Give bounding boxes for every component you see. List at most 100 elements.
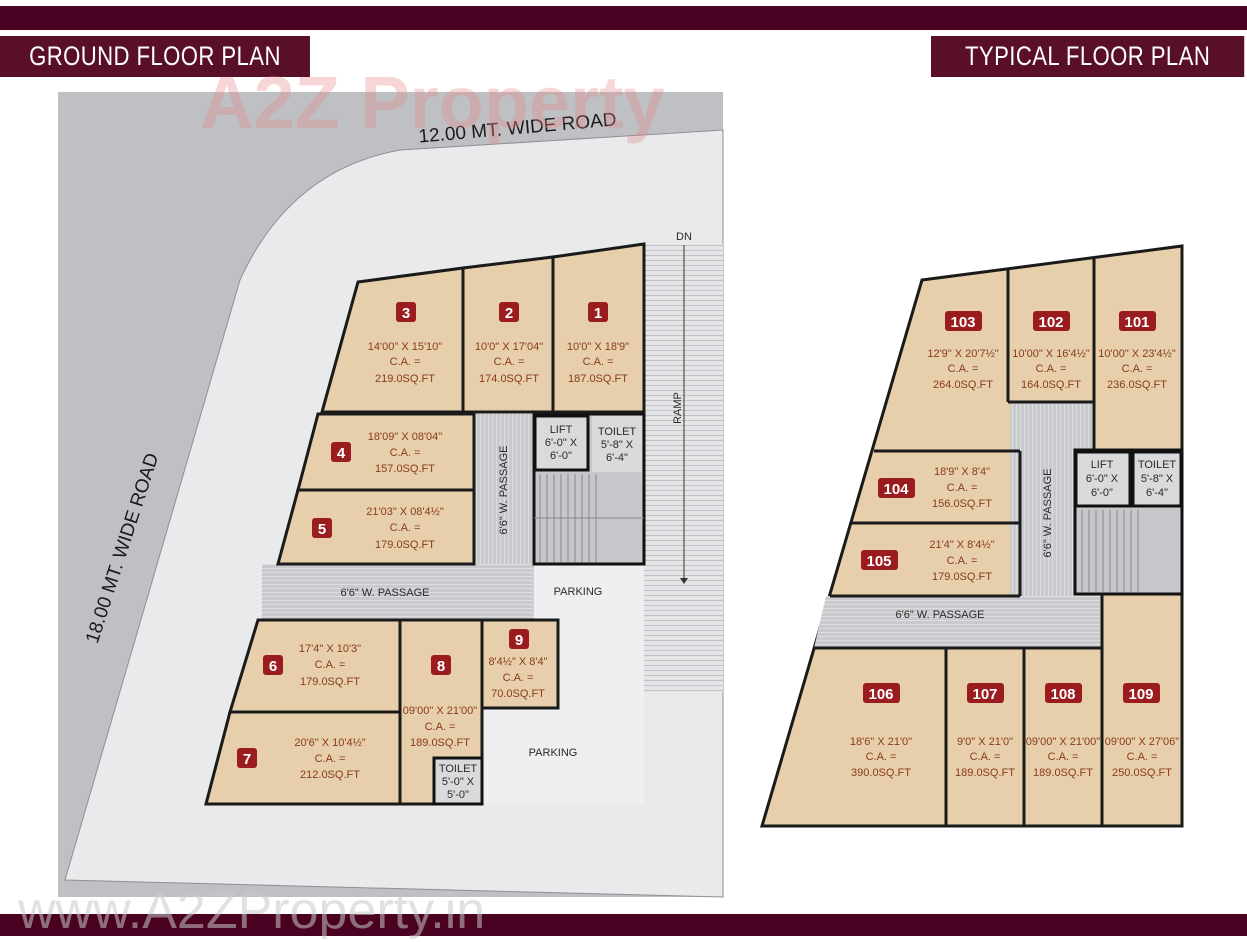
svg-text:105: 105 (866, 553, 891, 570)
toilet-size-2: 6'-4" (606, 452, 628, 464)
unit-101-label[interactable]: 101 10'00" X 23'4½" C.A. = 236.0SQ.FT (1098, 311, 1176, 391)
svg-text:C.A. =: C.A. = (390, 522, 421, 534)
svg-text:09'00" X 27'06": 09'00" X 27'06" (1105, 736, 1179, 748)
svg-text:9'0" X 21'0": 9'0" X 21'0" (957, 736, 1013, 748)
unit-4[interactable] (296, 412, 476, 492)
typical-floor-plan-title: TYPICAL FLOOR PLAN (931, 36, 1245, 77)
svg-text:C.A. =: C.A. = (315, 659, 346, 671)
svg-text:10'00" X 23'4½": 10'00" X 23'4½" (1098, 348, 1176, 360)
svg-text:106: 106 (868, 686, 893, 703)
unit-2[interactable] (461, 255, 555, 414)
unit-107-label[interactable]: 107 9'0" X 21'0" C.A. = 189.0SQ.FT (955, 683, 1015, 779)
svg-text:264.0SQ.FT: 264.0SQ.FT (933, 379, 993, 391)
bottom-brand-band (0, 914, 1247, 936)
svg-text:C.A. =: C.A. = (503, 672, 534, 684)
svg-text:101: 101 (1124, 314, 1149, 331)
svg-text:8: 8 (437, 658, 445, 675)
svg-text:102: 102 (1038, 314, 1063, 331)
svg-text:18'9" X 8'4": 18'9" X 8'4" (934, 466, 990, 478)
typical-lift (1074, 450, 1132, 508)
parking-label-1: PARKING (554, 586, 603, 598)
svg-text:3: 3 (402, 305, 410, 322)
ground-floor-title-text: GROUND FLOOR PLAN (29, 41, 281, 71)
svg-text:187.0SQ.FT: 187.0SQ.FT (568, 373, 628, 385)
svg-text:17'4" X 10'3": 17'4" X 10'3" (299, 643, 361, 655)
svg-text:7: 7 (243, 751, 251, 768)
unit-4-label: 4 18'09" X 08'04" C.A. = 157.0SQ.FT (331, 431, 442, 475)
svg-text:212.0SQ.FT: 212.0SQ.FT (300, 769, 360, 781)
unit-5[interactable] (276, 488, 476, 566)
unit-109-label[interactable]: 109 09'00" X 27'06" C.A. = 250.0SQ.FT (1105, 683, 1179, 779)
staircase (534, 474, 644, 562)
svg-text:C.A. =: C.A. = (390, 447, 421, 459)
svg-text:21'03" X 08'4½": 21'03" X 08'4½" (366, 506, 444, 518)
svg-text:2: 2 (505, 305, 513, 322)
svg-text:12'9" X 20'7½": 12'9" X 20'7½" (927, 348, 998, 360)
unit-9[interactable] (480, 618, 560, 710)
svg-text:4: 4 (337, 445, 346, 462)
svg-text:1: 1 (594, 305, 602, 322)
svg-text:156.0SQ.FT: 156.0SQ.FT (932, 498, 992, 510)
svg-text:C.A. =: C.A. = (947, 555, 978, 567)
svg-text:103: 103 (950, 314, 975, 331)
svg-text:179.0SQ.FT: 179.0SQ.FT (932, 571, 992, 583)
svg-text:C.A. =: C.A. = (1127, 751, 1158, 763)
unit-7[interactable] (204, 710, 402, 806)
svg-text:70.0SQ.FT: 70.0SQ.FT (491, 688, 545, 700)
unit-102-label[interactable]: 102 10'00" X 16'4½" C.A. = 164.0SQ.FT (1012, 311, 1090, 391)
unit-105-label[interactable]: 105 21'4" X 8'4½" C.A. = 179.0SQ.FT (861, 539, 995, 583)
typical-lift-size-2: 6'-0" (1091, 487, 1113, 499)
svg-text:189.0SQ.FT: 189.0SQ.FT (1033, 767, 1093, 779)
parking-label-2: PARKING (529, 747, 578, 759)
svg-text:107: 107 (972, 686, 997, 703)
svg-text:390.0SQ.FT: 390.0SQ.FT (851, 767, 911, 779)
small-toilet-size: 5'-0" X (442, 776, 475, 788)
ramp-label: RAMP (672, 392, 684, 424)
typical-toilet-size-2: 6'-4" (1146, 487, 1168, 499)
unit-106-label[interactable]: 106 18'6" X 21'0" C.A. = 390.0SQ.FT (850, 683, 912, 779)
typical-toilet (1131, 450, 1183, 508)
lift (533, 414, 590, 472)
horizontal-passage (262, 564, 534, 620)
typical-lift-size: 6'-0" X (1086, 473, 1119, 485)
lift-size: 6'-0" X (545, 437, 578, 449)
typical-floor-plan: 6'6" W. PASSAGE 6'6" W. PASSAGE LIFT 6'-… (759, 244, 1184, 828)
unit-1-label: 1 10'0" X 18'9" C.A. = 187.0SQ.FT (567, 302, 629, 385)
svg-text:C.A. =: C.A. = (1036, 363, 1067, 375)
typical-lift-label: LIFT (1091, 459, 1114, 471)
svg-text:09'00" X 21'00": 09'00" X 21'00" (403, 705, 477, 717)
svg-text:104: 104 (883, 481, 909, 498)
svg-text:20'6" X 10'4½": 20'6" X 10'4½" (294, 737, 365, 749)
svg-text:18'09" X 08'04": 18'09" X 08'04" (368, 431, 442, 443)
svg-text:C.A. =: C.A. = (866, 751, 897, 763)
unit-108-label[interactable]: 108 09'00" X 21'00" C.A. = 189.0SQ.FT (1026, 683, 1100, 779)
svg-text:C.A. =: C.A. = (425, 721, 456, 733)
svg-text:10'0" X 18'9": 10'0" X 18'9" (567, 341, 629, 353)
unit-3-label: 3 14'00" X 15'10" C.A. = 219.0SQ.FT (368, 302, 442, 385)
unit-5-label: 5 21'03" X 08'4½" C.A. = 179.0SQ.FT (312, 506, 444, 551)
top-brand-band (0, 6, 1247, 30)
typical-horizontal-passage (814, 596, 1102, 648)
ramp-direction-label: DN (676, 231, 692, 243)
lift-size-2: 6'-0" (550, 450, 572, 462)
svg-text:C.A. =: C.A. = (1048, 751, 1079, 763)
svg-text:C.A. =: C.A. = (494, 356, 525, 368)
svg-text:164.0SQ.FT: 164.0SQ.FT (1021, 379, 1081, 391)
unit-9-label: 9 8'4½" X 8'4" C.A. = 70.0SQ.FT (488, 629, 548, 700)
lift-label: LIFT (550, 424, 573, 436)
unit-1[interactable] (551, 242, 646, 414)
small-toilet-label: TOILET (439, 763, 478, 775)
svg-text:C.A. =: C.A. = (583, 356, 614, 368)
svg-text:109: 109 (1128, 686, 1153, 703)
svg-text:174.0SQ.FT: 174.0SQ.FT (479, 373, 539, 385)
toilet (592, 416, 642, 472)
svg-text:10'00" X 16'4½": 10'00" X 16'4½" (1012, 348, 1090, 360)
small-toilet-size-2: 5'-0" (447, 789, 469, 801)
unit-103-label[interactable]: 103 12'9" X 20'7½" C.A. = 264.0SQ.FT (927, 311, 999, 391)
unit-104-label[interactable]: 104 18'9" X 8'4" C.A. = 156.0SQ.FT (878, 466, 992, 510)
typical-vertical-passage-label: 6'6" W. PASSAGE (1042, 469, 1054, 558)
svg-text:189.0SQ.FT: 189.0SQ.FT (410, 737, 470, 749)
typical-staircase (1081, 510, 1139, 592)
svg-text:C.A. =: C.A. = (970, 751, 1001, 763)
